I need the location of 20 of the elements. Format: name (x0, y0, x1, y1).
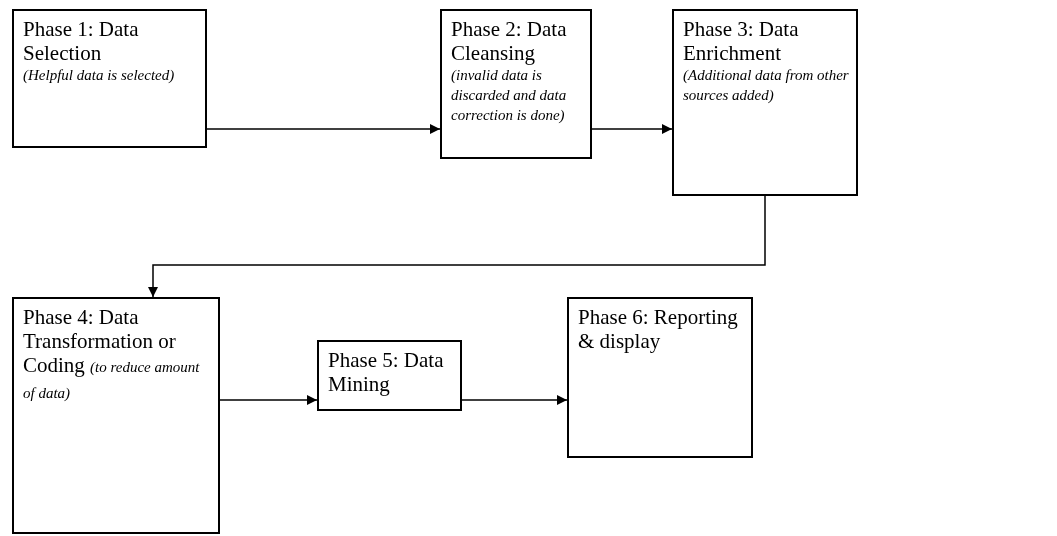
process-box (440, 9, 592, 159)
phase-description: (Helpful data is selected) (23, 66, 176, 85)
process-box (317, 340, 462, 411)
arrow (206, 124, 441, 134)
arrow (148, 195, 766, 298)
phase-title: Phase 5: Data Mining (328, 348, 445, 396)
arrow (219, 395, 318, 405)
process-box (672, 9, 858, 196)
arrow (591, 124, 673, 134)
phase-title: Phase 2: Data Cleansing (451, 17, 568, 65)
phase-title: Phase 6: Reporting & display (578, 305, 739, 353)
phase-description: (Additional data from other sources added) (683, 66, 850, 105)
process-box (567, 297, 753, 458)
phase-description: (invalid data is discarded and data correction is done) (451, 66, 568, 125)
phase-title: Phase 3: Data Enrichment (683, 17, 800, 65)
process-box (12, 297, 220, 534)
phase-title: Phase 1: Data Selection (23, 17, 140, 65)
arrow (461, 395, 568, 405)
phase-title: Phase 4: Data Transformation or Coding (to reduce amount of data) (23, 305, 201, 403)
process-box (12, 9, 207, 148)
